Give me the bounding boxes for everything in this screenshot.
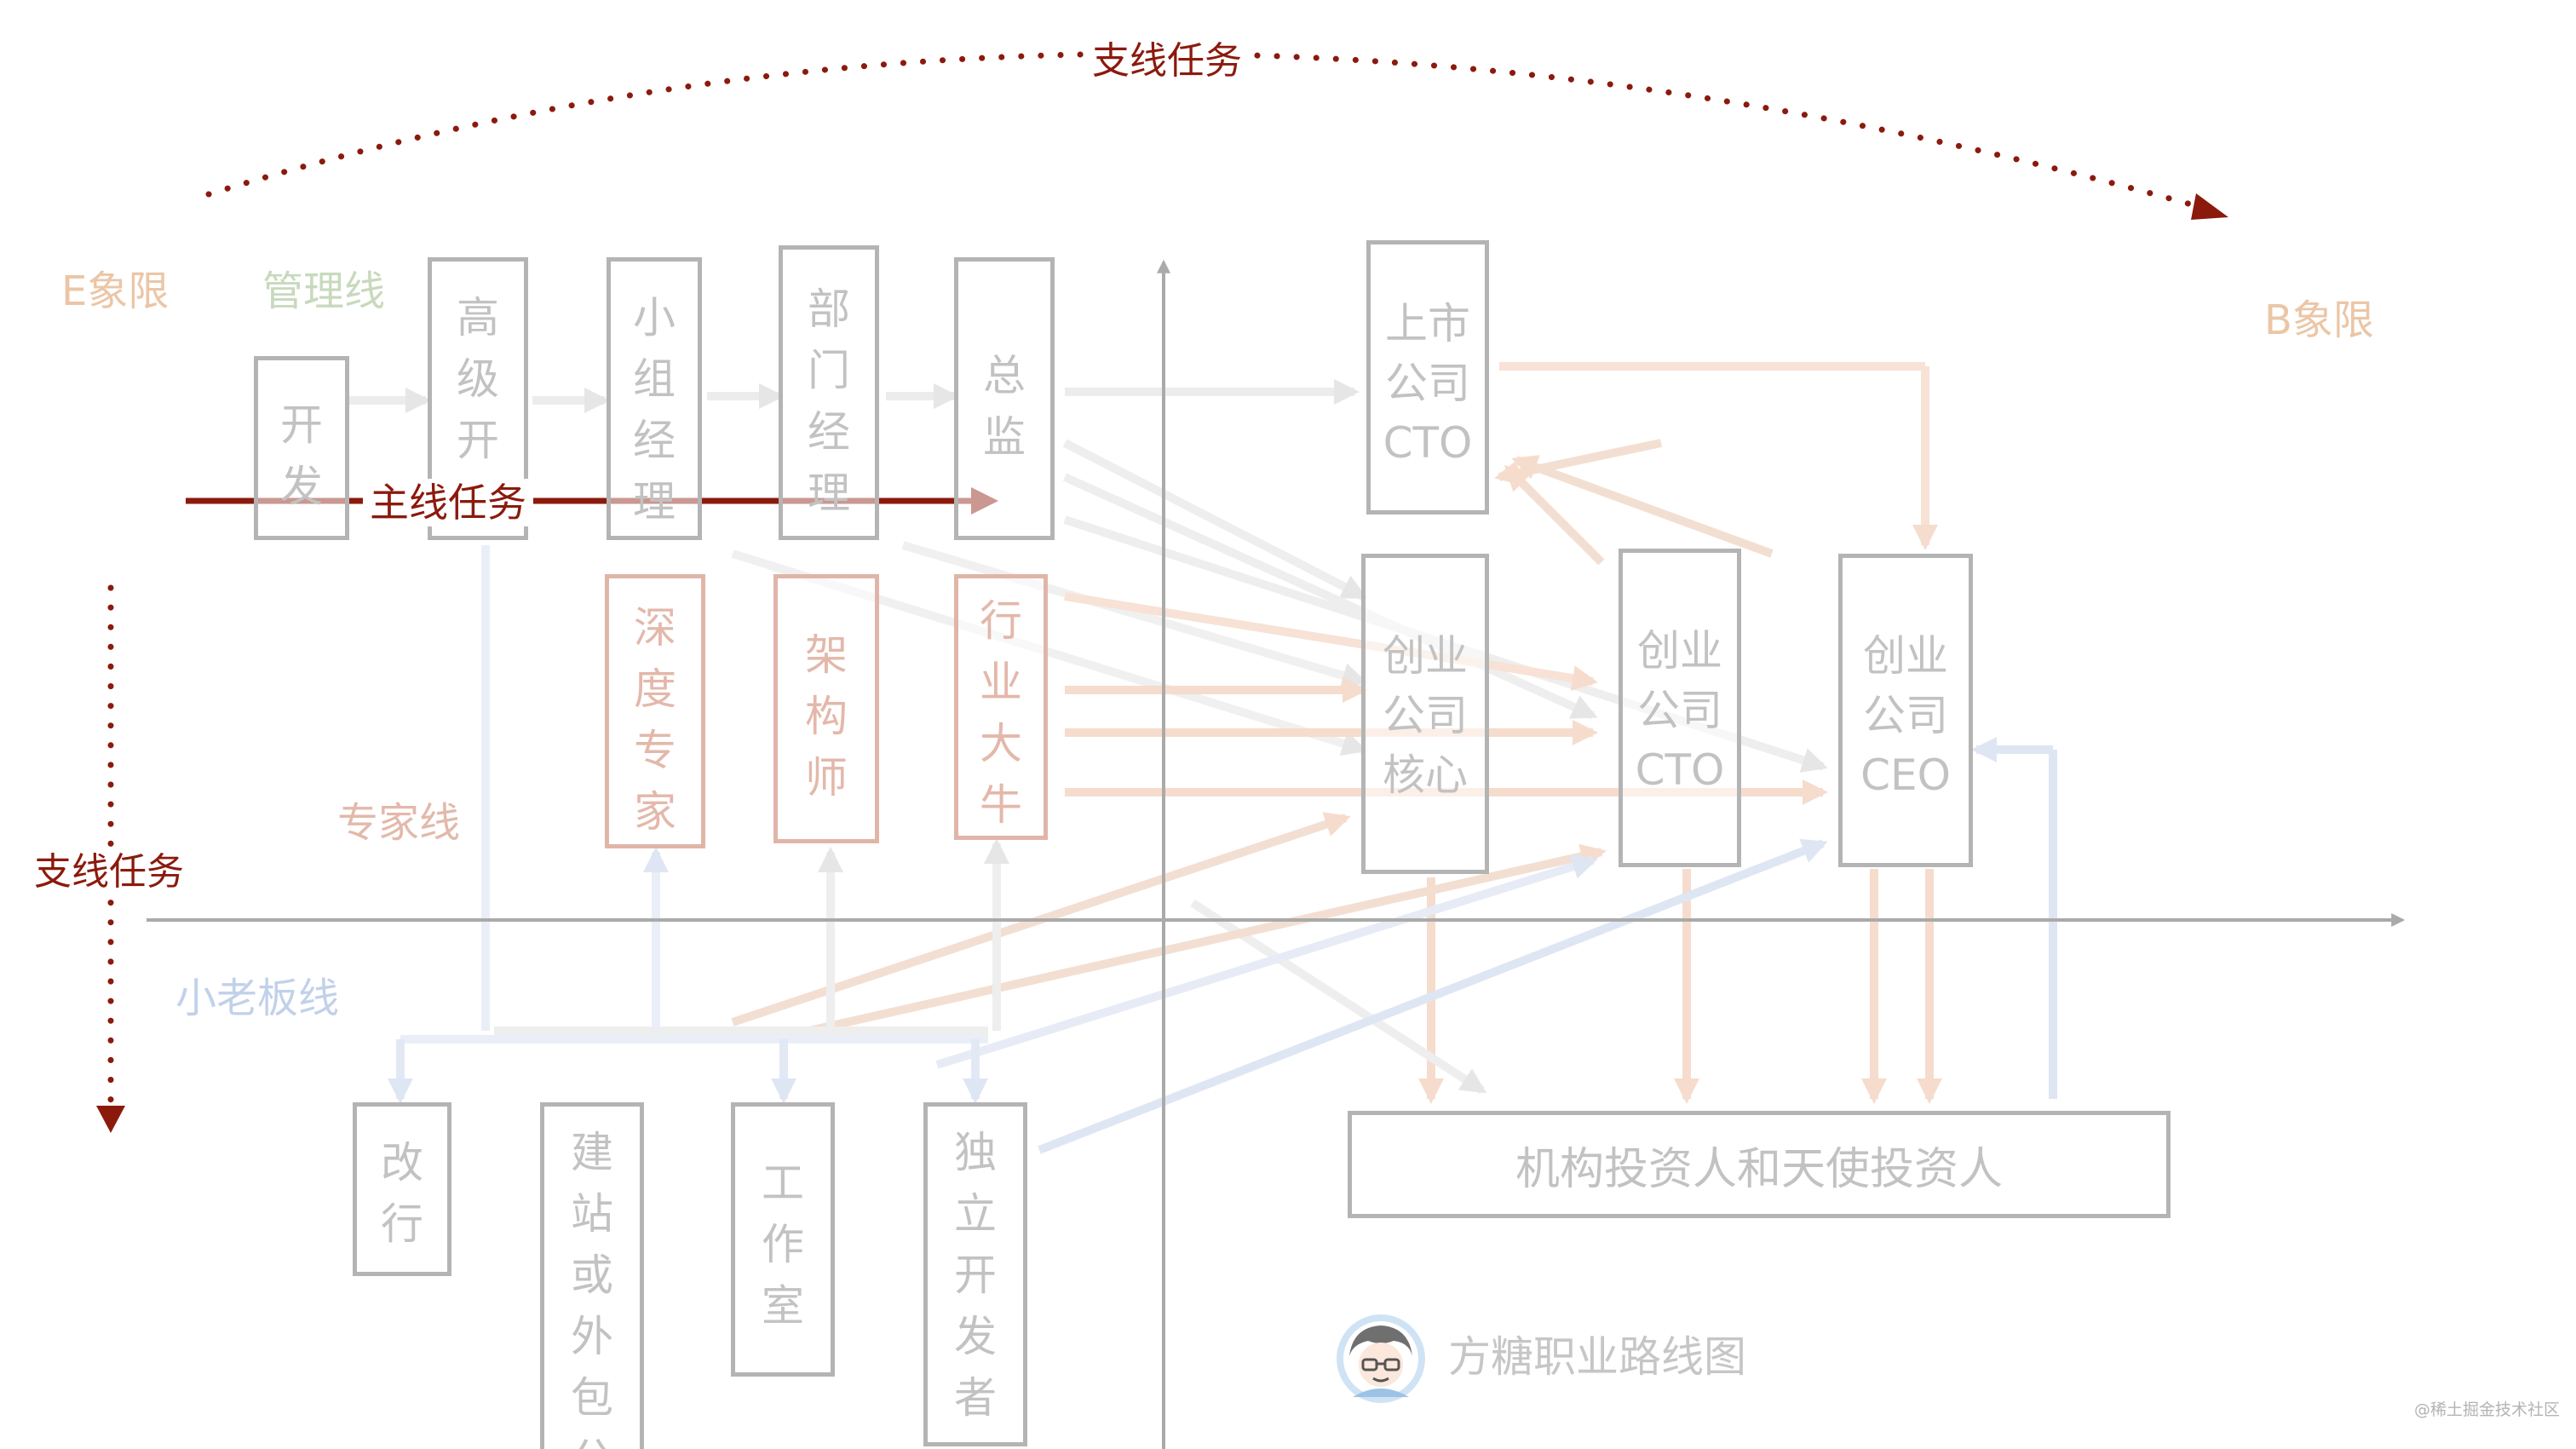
char: 开 bbox=[280, 400, 323, 450]
char: 大 bbox=[980, 719, 1022, 768]
box-indie-developer: 独 立 开 发 者 bbox=[923, 1102, 1027, 1446]
char: 理 bbox=[808, 469, 850, 518]
char: 小 bbox=[633, 293, 676, 342]
box-website-outsourcing: 建 站 或 外 包 公 bbox=[540, 1102, 644, 1449]
char: 开 bbox=[954, 1251, 997, 1300]
char: 公 bbox=[544, 1429, 640, 1449]
char: 行 bbox=[980, 596, 1022, 646]
box-line: 公司 bbox=[1637, 686, 1722, 735]
char: 作 bbox=[762, 1220, 804, 1269]
char: 部 bbox=[808, 285, 850, 334]
char: 度 bbox=[634, 664, 676, 714]
side-quest-down-arrowhead bbox=[96, 1106, 125, 1133]
box-listed-company-cto: 上市 公司 CTO bbox=[1366, 240, 1489, 515]
char: 门 bbox=[808, 346, 850, 395]
char: 独 bbox=[954, 1128, 997, 1177]
box-director: 总 监 bbox=[954, 257, 1055, 540]
box-industry-guru: 行 业 大 牛 bbox=[954, 574, 1048, 840]
char: 建 bbox=[571, 1128, 613, 1177]
box-line: 核心 bbox=[1383, 750, 1468, 800]
management-line-label: 管理线 bbox=[262, 267, 386, 315]
char: 开 bbox=[457, 416, 499, 465]
main-quest-label: 主线任务 bbox=[363, 479, 533, 526]
box-startup-cto: 创业 公司 CTO bbox=[1619, 549, 1741, 867]
char: 组 bbox=[633, 354, 676, 404]
side-quest-arc-arrowhead bbox=[2191, 193, 2228, 220]
watermark: @稀土掘金技术社区 bbox=[2414, 1400, 2561, 1419]
box-dev: 开 发 bbox=[254, 356, 349, 540]
char: 总 bbox=[983, 351, 1026, 400]
side-quest-dotted-arc bbox=[205, 50, 2210, 212]
char: 级 bbox=[457, 354, 499, 404]
char: 立 bbox=[954, 1189, 997, 1239]
char: 工 bbox=[762, 1159, 804, 1208]
box-line: 公司 bbox=[1385, 359, 1470, 408]
side-quest-left-label: 支线任务 bbox=[31, 852, 187, 893]
char: 行 bbox=[381, 1199, 423, 1249]
char: 架 bbox=[805, 630, 848, 680]
box-deep-expert: 深 度 专 家 bbox=[605, 574, 705, 848]
expert-line-label: 专家线 bbox=[337, 799, 461, 847]
box-investors: 机构投资人和天使投资人 bbox=[1348, 1111, 2171, 1218]
char: 站 bbox=[571, 1189, 613, 1239]
char: 理 bbox=[633, 477, 676, 526]
box-startup-core: 创业 公司 核心 bbox=[1361, 554, 1489, 874]
box-career-change: 改 行 bbox=[353, 1102, 451, 1276]
char: 室 bbox=[762, 1281, 804, 1331]
box-line: CTO bbox=[1635, 745, 1725, 795]
char: 发 bbox=[954, 1312, 997, 1361]
char: 改 bbox=[381, 1138, 423, 1187]
box-dept-manager: 部 门 经 理 bbox=[779, 245, 879, 540]
char: 高 bbox=[457, 293, 499, 342]
investors-label: 机构投资人和天使投资人 bbox=[1515, 1143, 2003, 1195]
box-team-manager: 小 组 经 理 bbox=[607, 257, 702, 540]
char: 专 bbox=[634, 726, 676, 775]
char: 或 bbox=[571, 1251, 613, 1300]
char: 包 bbox=[571, 1373, 613, 1423]
box-line: 上市 bbox=[1385, 299, 1470, 348]
char: 深 bbox=[634, 603, 676, 653]
side-quest-top-label: 支线任务 bbox=[1087, 43, 1247, 80]
e-quadrant-label: E象限 bbox=[61, 267, 170, 315]
box-startup-ceo: 创业 公司 CEO bbox=[1838, 554, 1973, 867]
box-line: 公司 bbox=[1863, 691, 1948, 740]
char: 监 bbox=[983, 412, 1026, 462]
box-line: 公司 bbox=[1383, 691, 1468, 740]
b-quadrant-label: B象限 bbox=[2264, 296, 2374, 344]
box-line: CTO bbox=[1383, 418, 1473, 468]
box-line: 创业 bbox=[1863, 631, 1948, 681]
char: 发 bbox=[280, 462, 323, 511]
box-line: CEO bbox=[1860, 750, 1951, 800]
char: 外 bbox=[571, 1312, 613, 1361]
char: 家 bbox=[634, 787, 676, 837]
box-line: 创业 bbox=[1383, 631, 1468, 681]
brand-name: 方糖职业路线图 bbox=[1448, 1332, 1746, 1382]
char: 经 bbox=[633, 416, 676, 465]
brand-avatar-icon bbox=[1337, 1314, 1425, 1403]
small-boss-line-label: 小老板线 bbox=[175, 975, 340, 1022]
box-line: 创业 bbox=[1637, 626, 1722, 676]
box-architect: 架 构 师 bbox=[773, 574, 879, 843]
char: 构 bbox=[805, 692, 848, 741]
char: 者 bbox=[954, 1373, 997, 1423]
char: 经 bbox=[808, 407, 850, 457]
box-studio: 工 作 室 bbox=[731, 1102, 835, 1377]
char: 师 bbox=[805, 753, 848, 802]
char: 牛 bbox=[980, 780, 1022, 830]
char: 业 bbox=[980, 658, 1022, 707]
